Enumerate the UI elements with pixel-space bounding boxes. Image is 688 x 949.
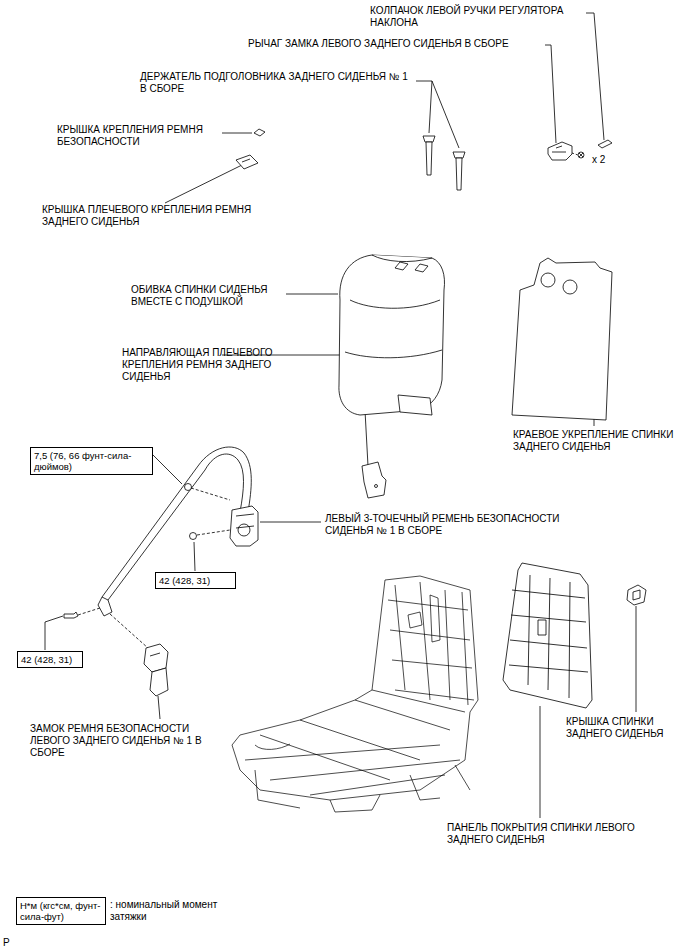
torque-value: 42 (428, 31) (21, 654, 79, 665)
part-label: ДЕРЖАТЕЛЬ ПОДГОЛОВНИКА ЗАДНЕГО СИДЕНЬЯ №… (140, 71, 416, 95)
buckle (144, 644, 168, 696)
callout-number: P (3, 937, 10, 949)
part-label: НАПРАВЛЯЮЩАЯ ПЛЕЧЕВОГО КРЕПЛЕНИЯ РЕМНЯ З… (122, 347, 282, 383)
torque-box: 7,5 (76, 66 фунт-сила-дюймов) (30, 447, 153, 475)
part-label: РЫЧАГ ЗАМКА ЛЕВОГО ЗАДНЕГО СИДЕНЬЯ В СБО… (248, 38, 509, 50)
seatback-cover (339, 255, 445, 415)
seat-frame (232, 576, 478, 812)
torque-box: 42 (428, 31) (155, 572, 236, 589)
part-label: КОЛПАЧОК ЛЕВОЙ РУЧКИ РЕГУЛЯТОРА НАКЛОНА (370, 5, 585, 29)
part-label: : номинальный момент затяжки (110, 899, 230, 923)
legend-box: Н*м (кгс*см, фунт-сила-фут) (16, 897, 106, 925)
part-label: ОБИВКА СПИНКИ СИДЕНЬЯ ВМЕСТЕ С ПОДУШКОЙ (131, 284, 291, 308)
leader-lines (45, 13, 636, 818)
part-label: КРЫШКА КРЕПЛЕНИЯ РЕМНЯ БЕЗОПАСНОСТИ (57, 124, 227, 148)
part-label: КРЫШКА ПЛЕЧЕВОГО КРЕПЛЕНИЯ РЕМНЯ ЗАДНЕГО… (42, 204, 282, 228)
seat-belt (64, 447, 258, 648)
part-label: ЗАМОК РЕМНЯ БЕЗОПАСНОСТИ ЛЕВОГО ЗАДНЕГО … (30, 723, 213, 759)
lock-lever (548, 142, 584, 160)
torque-value: Н*м (кгс*см, фунт-сила-фут) (20, 900, 102, 922)
back-panel (503, 563, 592, 708)
torque-box: 42 (428, 31) (17, 651, 83, 668)
callout-number: x 2 (592, 154, 605, 166)
torque-value: 7,5 (76, 66 фунт-сила-дюймов) (34, 450, 149, 472)
part-label: КРАЕВОЕ УКРЕПЛЕНИЕ СПИНКИ ЗАДНЕГО СИДЕНЬ… (513, 429, 678, 453)
headrest-holder (423, 136, 465, 190)
part-label: КРЫШКА СПИНКИ ЗАДНЕГО СИДЕНЬЯ (566, 716, 674, 740)
part-label: ПАНЕЛЬ ПОКРЫТИЯ СПИНКИ ЛЕВОГО ЗАДНЕГО СИ… (447, 822, 639, 846)
torque-value: 42 (428, 31) (159, 575, 232, 586)
part-label: ЛЕВЫЙ 3-ТОЧЕЧНЫЙ РЕМЕНЬ БЕЗОПАСНОСТИ СИД… (325, 513, 590, 537)
